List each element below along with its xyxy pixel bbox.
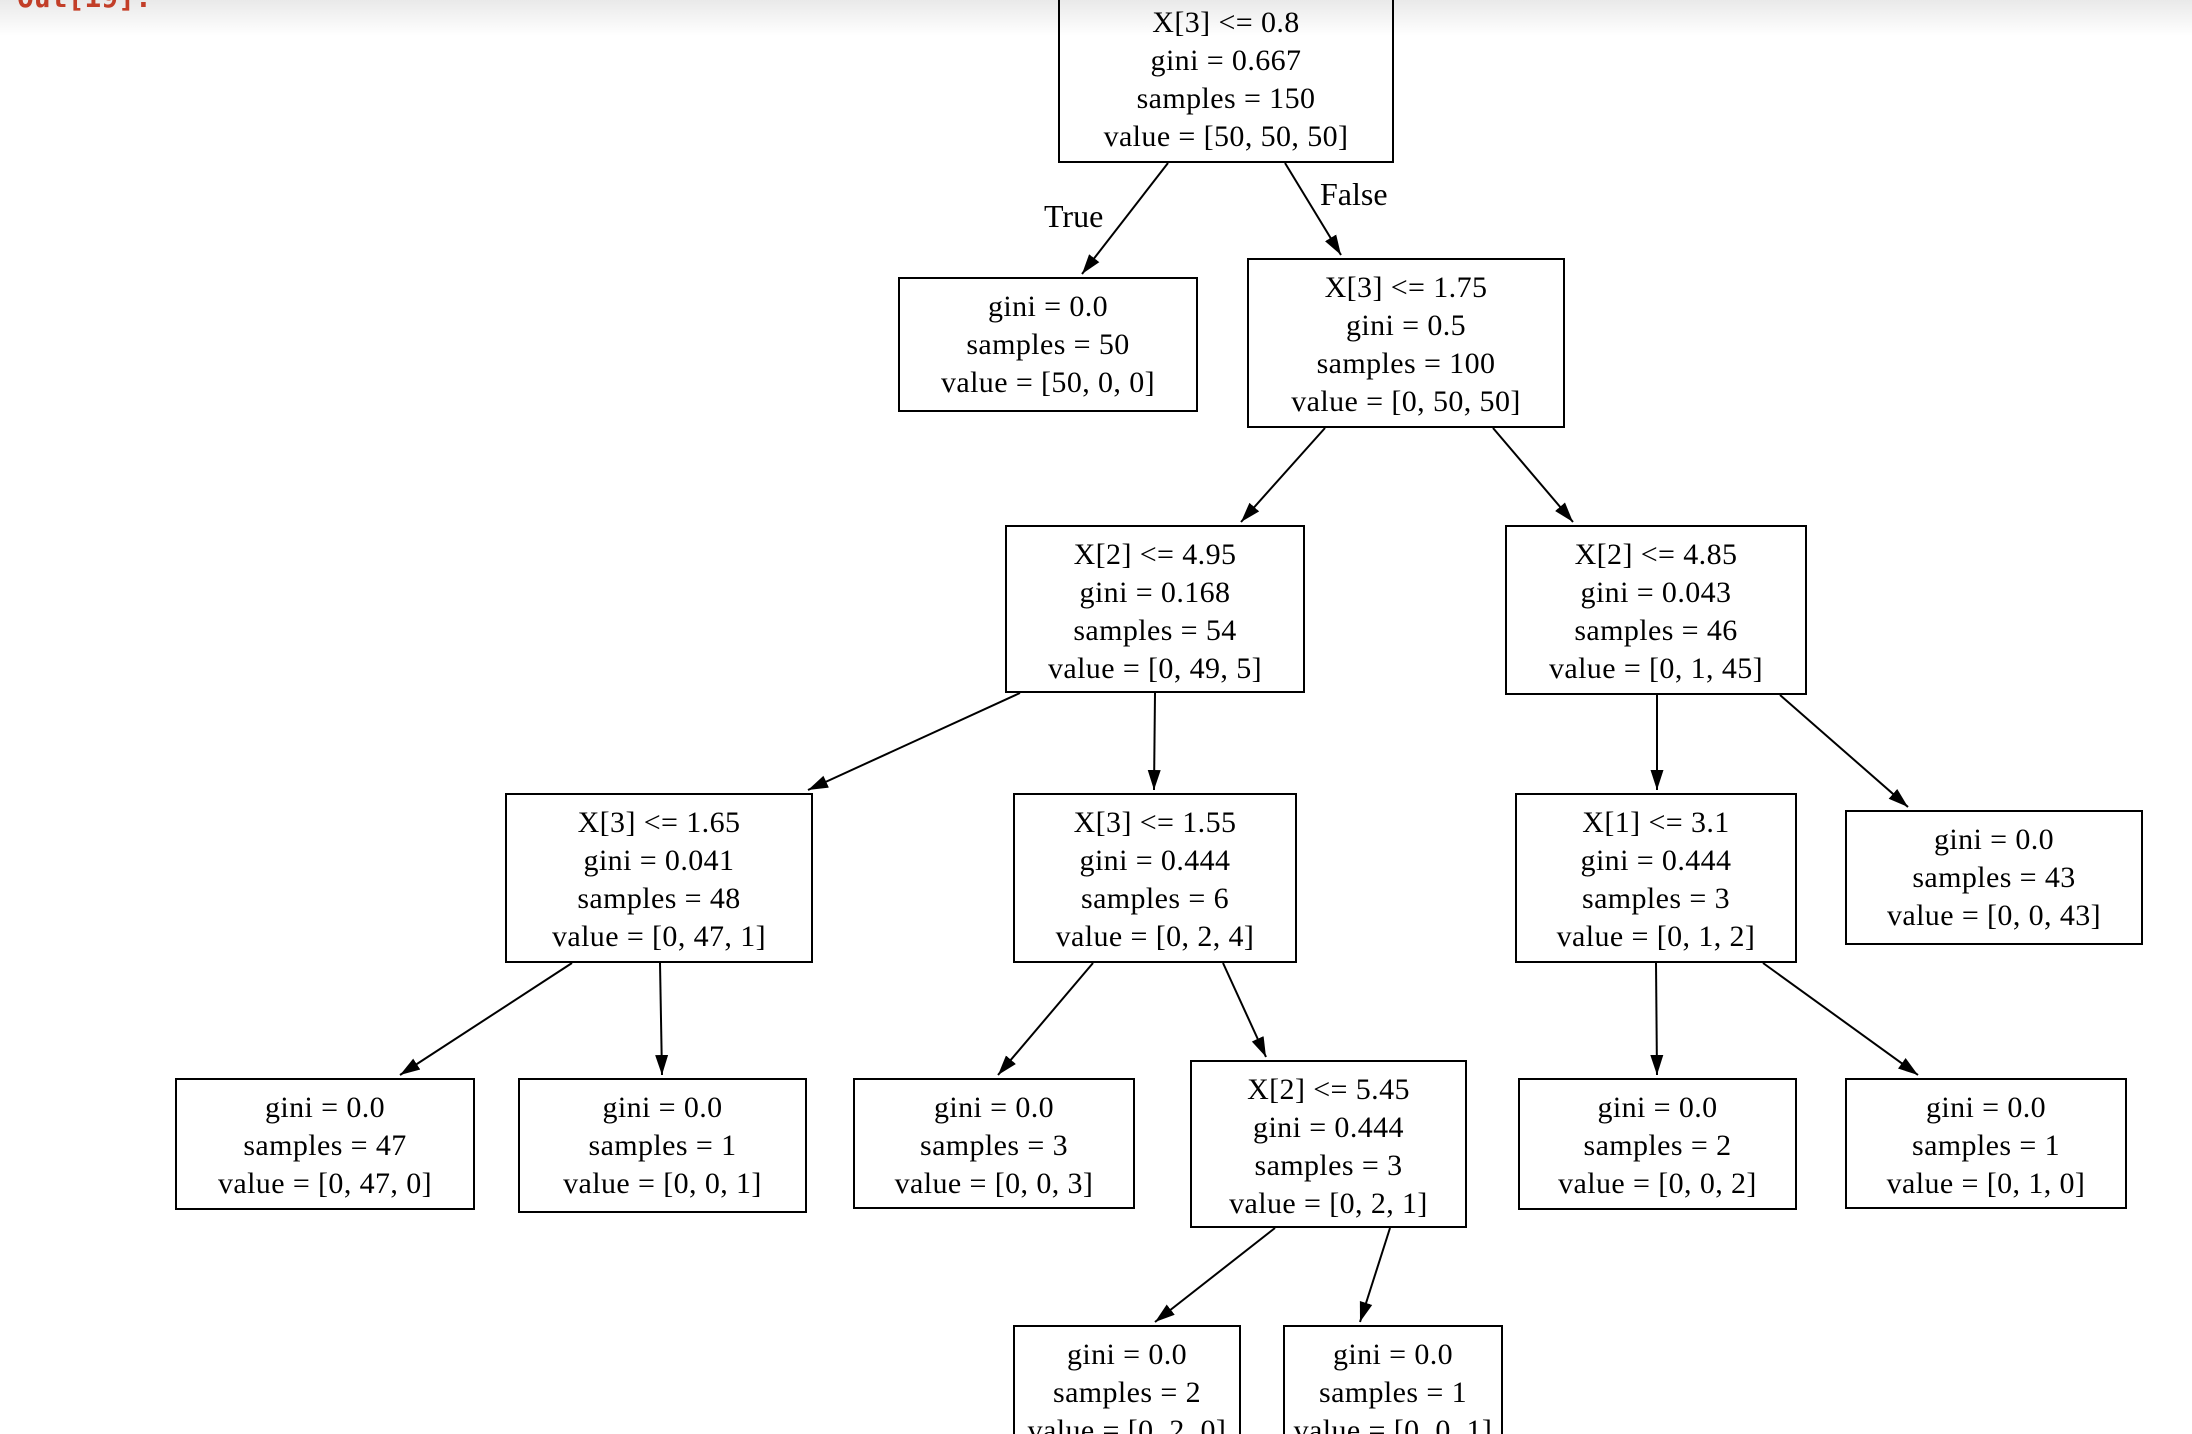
tree-node-n9: gini = 0.0 samples = 47 value = [0, 47, 0] — [175, 1078, 475, 1210]
tree-node-text-line: gini = 0.0 — [264, 1091, 386, 1124]
tree-node-text-line: gini = 0.0 — [1597, 1091, 1718, 1124]
tree-node-n14: gini = 0.0 samples = 1 value = [0, 1, 0] — [1845, 1078, 2127, 1209]
tree-node-text-line: value = [0, 2, 1] — [1229, 1187, 1428, 1220]
tree-node-text-line: gini = 0.444 — [1580, 844, 1732, 877]
tree-node-text-line: samples = 150 — [1136, 82, 1316, 115]
tree-node-text-line: value = [0, 1, 2] — [1556, 920, 1756, 953]
tree-node-text-line: samples = 1 — [1912, 1129, 2060, 1162]
tree-node-text-line: value = [0, 1, 45] — [1548, 652, 1764, 685]
tree-node-text-line: gini = 0.0 — [987, 290, 1109, 323]
tree-node-n16: gini = 0.0 samples = 1 value = [0, 0, 1] — [1283, 1325, 1503, 1434]
tree-node-text-line: value = [0, 49, 5] — [1047, 652, 1263, 685]
tree-edge-arrow — [1779, 694, 1909, 808]
tree-edge-arrow — [1650, 962, 1664, 1076]
tree-node-text-line: gini = 0.041 — [583, 844, 735, 877]
tree-node-text-line: samples = 43 — [1912, 861, 2076, 894]
tree-node-text-line: samples = 3 — [1254, 1149, 1403, 1182]
tree-node-text-line: samples = 47 — [243, 1129, 407, 1162]
tree-edge-arrow — [1222, 962, 1267, 1058]
tree-node-text-line: samples = 50 — [966, 328, 1130, 361]
tree-node-n7: X[1] <= 3.1 gini = 0.444 samples = 3 value … — [1515, 793, 1797, 963]
tree-node-text-line: gini = 0.444 — [1079, 844, 1231, 877]
tree-node-text-line: samples = 2 — [1053, 1376, 1201, 1409]
tree-node-text-line: value = [0, 2, 0] — [1027, 1414, 1227, 1434]
tree-node-text-line: X[1] <= 3.1 — [1582, 806, 1730, 839]
tree-node-text-line: samples = 100 — [1316, 347, 1496, 380]
tree-node-text-line: samples = 2 — [1583, 1129, 1732, 1162]
tree-node-text-line: gini = 0.0 — [1332, 1338, 1454, 1371]
tree-node-text-line: gini = 0.444 — [1253, 1111, 1404, 1144]
tree-node-text-line: gini = 0.0 — [1933, 823, 2055, 856]
tree-node-text-line: samples = 1 — [1319, 1376, 1467, 1409]
tree-node-n15: gini = 0.0 samples = 2 value = [0, 2, 0] — [1013, 1325, 1241, 1434]
tree-node-text-line: samples = 54 — [1073, 614, 1237, 647]
tree-node-text-line: gini = 0.043 — [1580, 576, 1732, 609]
tree-node-text-line: gini = 0.667 — [1150, 44, 1302, 77]
tree-node-n2: X[3] <= 1.75 gini = 0.5 samples = 100 value… — [1247, 258, 1565, 428]
tree-node-n8: gini = 0.0 samples = 43 value = [0, 0, 43] — [1845, 810, 2143, 945]
tree-edge-arrow — [1492, 427, 1574, 523]
tree-node-text-line: samples = 1 — [588, 1129, 737, 1162]
tree-edge-arrow — [399, 962, 573, 1076]
tree-node-text-line: X[2] <= 4.95 — [1073, 538, 1237, 571]
tree-node-text-line: value = [0, 0, 1] — [1293, 1414, 1493, 1434]
tree-node-text-line: X[3] <= 1.75 — [1324, 271, 1488, 304]
tree-node-n6: X[3] <= 1.55 gini = 0.444 samples = 6 value… — [1013, 793, 1297, 963]
tree-edge-arrow — [1154, 1227, 1276, 1323]
tree-node-text-line: gini = 0.0 — [1066, 1338, 1188, 1371]
tree-node-text-line: value = [0, 47, 1] — [551, 920, 767, 953]
tree-node-text-line: value = [0, 1, 0] — [1886, 1167, 2086, 1200]
tree-node-text-line: gini = 0.5 — [1345, 309, 1467, 342]
tree-node-text-line: samples = 3 — [1582, 882, 1730, 915]
tree-node-text-line: value = [0, 0, 2] — [1558, 1167, 1757, 1200]
tree-node-text-line: samples = 6 — [1081, 882, 1229, 915]
tree-edge-arrow — [997, 962, 1094, 1076]
tree-node-text-line: samples = 46 — [1574, 614, 1738, 647]
tree-edge-arrow — [1762, 962, 1919, 1076]
tree-node-text-line: value = [0, 2, 4] — [1055, 920, 1255, 953]
edge-label-false: False — [1320, 176, 1388, 212]
tree-edge-arrow — [1359, 1227, 1391, 1323]
tree-node-text-line: X[2] <= 5.45 — [1247, 1073, 1410, 1106]
tree-node-n0: X[3] <= 0.8 gini = 0.667 samples = 150 valu… — [1058, 0, 1394, 163]
tree-node-text-line: X[3] <= 1.65 — [577, 806, 741, 839]
tree-node-text-line: gini = 0.168 — [1079, 576, 1231, 609]
tree-node-text-line: value = [0, 0, 1] — [563, 1167, 762, 1200]
tree-node-text-line: gini = 0.0 — [933, 1091, 1055, 1124]
edge-label-true: True — [1044, 198, 1104, 234]
tree-node-text-line: value = [0, 47, 0] — [217, 1167, 433, 1200]
tree-node-text-line: gini = 0.0 — [602, 1091, 723, 1124]
tree-node-text-line: X[2] <= 4.85 — [1574, 538, 1738, 571]
tree-node-n3: X[2] <= 4.95 gini = 0.168 samples = 54 valu… — [1005, 525, 1305, 693]
tree-edge-arrow — [655, 962, 669, 1076]
tree-node-n5: X[3] <= 1.65 gini = 0.041 samples = 48 valu… — [505, 793, 813, 963]
tree-node-text-line: value = [0, 0, 3] — [894, 1167, 1094, 1200]
tree-node-n4: X[2] <= 4.85 gini = 0.043 samples = 46 valu… — [1505, 525, 1807, 695]
jupyter-out-prompt: Out[19]: — [17, 0, 152, 12]
tree-edge-arrow — [807, 692, 1021, 791]
tree-node-text-line: gini = 0.0 — [1925, 1091, 2047, 1124]
tree-node-n10: gini = 0.0 samples = 1 value = [0, 0, 1] — [518, 1078, 807, 1213]
tree-node-n12: X[2] <= 5.45 gini = 0.444 samples = 3 value… — [1190, 1060, 1467, 1228]
tree-node-n11: gini = 0.0 samples = 3 value = [0, 0, 3] — [853, 1078, 1135, 1209]
tree-node-text-line: X[3] <= 0.8 — [1152, 6, 1300, 39]
tree-node-text-line: samples = 3 — [920, 1129, 1068, 1162]
tree-node-text-line: value = [0, 0, 43] — [1886, 899, 2102, 932]
tree-node-n13: gini = 0.0 samples = 2 value = [0, 0, 2] — [1518, 1078, 1797, 1210]
tree-node-n1: gini = 0.0 samples = 50 value = [50, 0, 0] — [898, 277, 1198, 412]
tree-node-text-line: samples = 48 — [577, 882, 741, 915]
tree-node-text-line: value = [50, 50, 50] — [1103, 120, 1349, 153]
tree-edge-arrow — [1147, 692, 1161, 791]
tree-edge-arrow — [1240, 427, 1326, 523]
tree-node-text-line: value = [0, 50, 50] — [1291, 385, 1521, 418]
tree-node-text-line: value = [50, 0, 0] — [940, 366, 1156, 399]
tree-node-text-line: X[3] <= 1.55 — [1073, 806, 1237, 839]
